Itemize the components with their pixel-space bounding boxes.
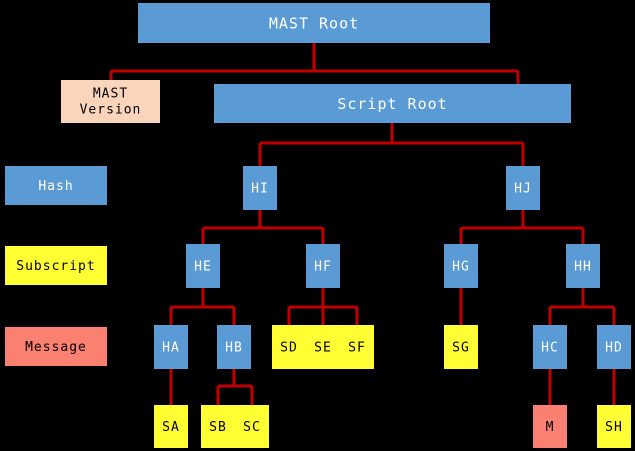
node-hg[interactable]: HG — [444, 244, 478, 288]
legend-item-legend-message[interactable]: Message — [5, 327, 107, 366]
node-hh-label: HH — [574, 260, 592, 275]
node-hg-box[interactable] — [444, 244, 478, 288]
node-sb[interactable]: SB — [201, 405, 235, 448]
node-sa-box[interactable] — [154, 405, 188, 448]
legend-item-legend-message-label: Message — [25, 340, 87, 355]
node-hh[interactable]: HH — [566, 244, 600, 288]
node-ha[interactable]: HA — [154, 325, 188, 369]
node-hd-box[interactable] — [597, 325, 631, 369]
node-sg[interactable]: SG — [444, 325, 478, 369]
node-script-root-label: Script Root — [337, 95, 447, 113]
legend-item-legend-subscript[interactable]: Subscript — [5, 246, 107, 285]
legend-item-legend-hash-label: Hash — [38, 179, 73, 194]
node-sf-label: SF — [348, 341, 366, 356]
node-se-box[interactable] — [306, 325, 340, 369]
node-sh-box[interactable] — [597, 405, 631, 448]
node-sb-label: SB — [209, 420, 227, 435]
edge-layer — [109, 43, 616, 405]
node-sc[interactable]: SC — [235, 405, 269, 448]
node-he-box[interactable] — [186, 244, 220, 288]
node-ha-box[interactable] — [154, 325, 188, 369]
node-sd[interactable]: SD — [272, 325, 306, 369]
node-hc-box[interactable] — [533, 325, 567, 369]
node-sa-label: SA — [162, 420, 180, 435]
node-hh-box[interactable] — [566, 244, 600, 288]
node-mast-root-label: MAST Root — [269, 15, 359, 33]
node-hi-box[interactable] — [243, 166, 277, 210]
node-script-root-box[interactable] — [214, 84, 571, 123]
node-hf-label: HF — [314, 260, 332, 275]
node-hi[interactable]: HI — [243, 166, 277, 210]
node-sd-box[interactable] — [272, 325, 306, 369]
node-sf-box[interactable] — [340, 325, 374, 369]
node-hj-label: HJ — [514, 182, 532, 197]
node-sb-box[interactable] — [201, 405, 235, 448]
node-m[interactable]: M — [533, 405, 567, 448]
node-se[interactable]: SE — [306, 325, 340, 369]
node-sh-label: SH — [605, 420, 623, 435]
node-script-root[interactable]: Script Root — [214, 84, 571, 123]
node-ha-label: HA — [162, 341, 180, 356]
node-hi-label: HI — [251, 182, 269, 197]
node-hd-label: HD — [605, 341, 623, 356]
node-mast-root-box[interactable] — [138, 3, 490, 43]
node-hj-box[interactable] — [506, 166, 540, 210]
node-sg-box[interactable] — [444, 325, 478, 369]
node-he-label: HE — [194, 260, 212, 275]
node-sc-box[interactable] — [235, 405, 269, 448]
legend-item-legend-hash[interactable]: Hash — [5, 166, 107, 205]
node-sf[interactable]: SF — [340, 325, 374, 369]
node-hj[interactable]: HJ — [506, 166, 540, 210]
node-hb-box[interactable] — [217, 325, 251, 369]
legend-item-legend-subscript-label: Subscript — [16, 259, 95, 274]
legend-item-legend-subscript-box[interactable] — [5, 246, 107, 285]
node-sc-label: SC — [243, 420, 261, 435]
node-hc[interactable]: HC — [533, 325, 567, 369]
node-he[interactable]: HE — [186, 244, 220, 288]
node-hg-label: HG — [452, 260, 470, 275]
node-hf[interactable]: HF — [306, 244, 340, 288]
node-m-box[interactable] — [533, 405, 567, 448]
legend-item-legend-message-box[interactable] — [5, 327, 107, 366]
node-hb[interactable]: HB — [217, 325, 251, 369]
node-mast-root[interactable]: MAST Root — [138, 3, 490, 43]
node-m-label: M — [546, 420, 555, 435]
node-sa[interactable]: SA — [154, 405, 188, 448]
node-sh[interactable]: SH — [597, 405, 631, 448]
node-hf-box[interactable] — [306, 244, 340, 288]
node-sd-label: SD — [280, 341, 298, 356]
node-hd[interactable]: HD — [597, 325, 631, 369]
node-hb-label: HB — [225, 341, 243, 356]
node-mast-version-box[interactable] — [61, 80, 160, 123]
node-se-label: SE — [314, 341, 332, 356]
node-hc-label: HC — [541, 341, 559, 356]
legend-item-legend-hash-box[interactable] — [5, 166, 107, 205]
node-sg-label: SG — [452, 341, 470, 356]
